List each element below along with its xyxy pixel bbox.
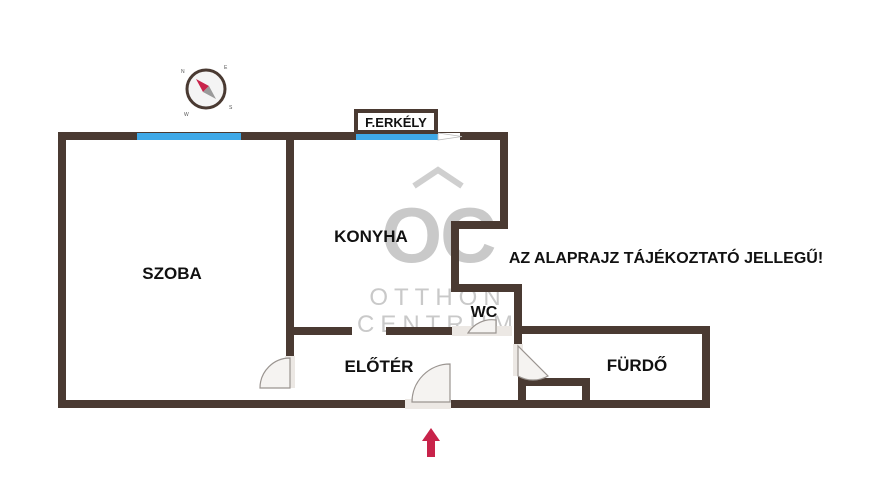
room-label-konyha: KONYHA [334, 227, 408, 246]
compass-s: S [229, 105, 233, 111]
window-szoba [137, 133, 241, 140]
bath-niche [521, 378, 590, 404]
room-label-furdo: FÜRDŐ [607, 356, 667, 375]
wc-door-icon [466, 319, 497, 334]
compass-n: N [181, 69, 185, 75]
room-label-eloter: ELŐTÉR [345, 357, 414, 376]
walls [58, 132, 710, 408]
furdo-door-icon [517, 344, 549, 381]
balcony-label: F.ERKÉLY [365, 115, 427, 130]
compass-needle-north [196, 79, 209, 92]
compass-needle-south [203, 86, 216, 99]
compass-w: W [184, 112, 189, 118]
watermark-roof-icon [412, 166, 464, 189]
balcony-door-icon [437, 132, 463, 141]
entrance-gap [405, 399, 451, 409]
szoba-door-icon [259, 357, 291, 389]
window-konyha [356, 133, 438, 140]
entrance-door-icon [411, 363, 451, 403]
entrance-arrow-icon [422, 428, 440, 457]
compass-e: E [224, 65, 228, 71]
windows [137, 132, 463, 141]
disclaimer-notice: AZ ALAPRAJZ TÁJÉKOZTATÓ JELLEGŰ! [509, 248, 823, 267]
room-label-szoba: SZOBA [142, 264, 202, 283]
balcony: F.ERKÉLY [354, 109, 438, 134]
room-labels: SZOBA KONYHA WC ELŐTÉR FÜRDŐ [142, 227, 667, 376]
compass-icon: N E S W [181, 65, 233, 118]
balcony-box [354, 109, 438, 134]
room-label-wc: WC [471, 304, 498, 321]
watermark-logo: OC [382, 191, 496, 279]
doors [259, 319, 549, 409]
